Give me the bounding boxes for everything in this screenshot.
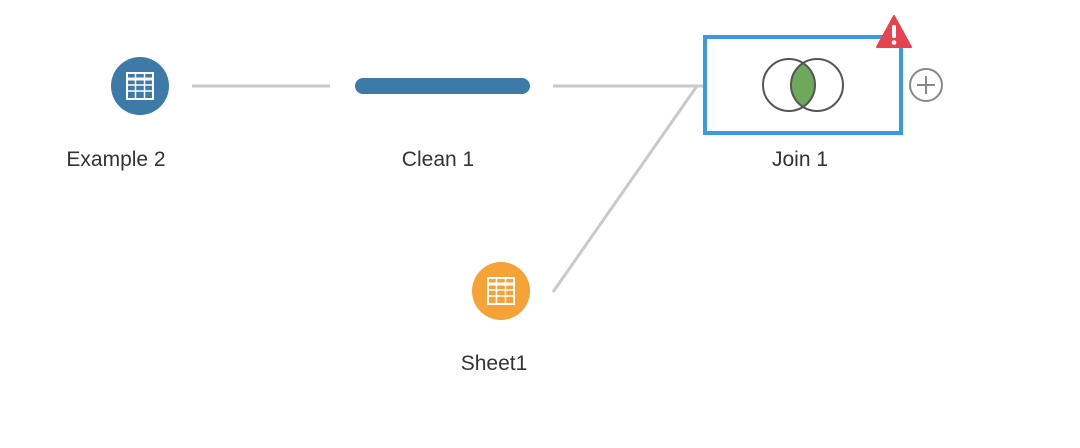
input-node-sheet1[interactable] (472, 262, 530, 320)
table-icon (487, 277, 515, 305)
join-step-join1-label: Join 1 (771, 148, 829, 171)
connector-sheet1-join1 (551, 85, 699, 293)
plus-circle-icon[interactable] (908, 67, 944, 103)
warning-icon[interactable] (875, 14, 913, 50)
input-node-example2-label: Example 2 (66, 148, 166, 171)
table-icon (126, 72, 154, 100)
input-node-example2[interactable] (111, 57, 169, 115)
input-node-sheet1-label: Sheet1 (460, 352, 528, 375)
join-step-join1[interactable] (703, 35, 903, 135)
clean-step-clean1[interactable] (355, 78, 530, 94)
clean-step-clean1-label: Clean 1 (401, 148, 475, 171)
venn-inner-join-icon (762, 58, 844, 112)
